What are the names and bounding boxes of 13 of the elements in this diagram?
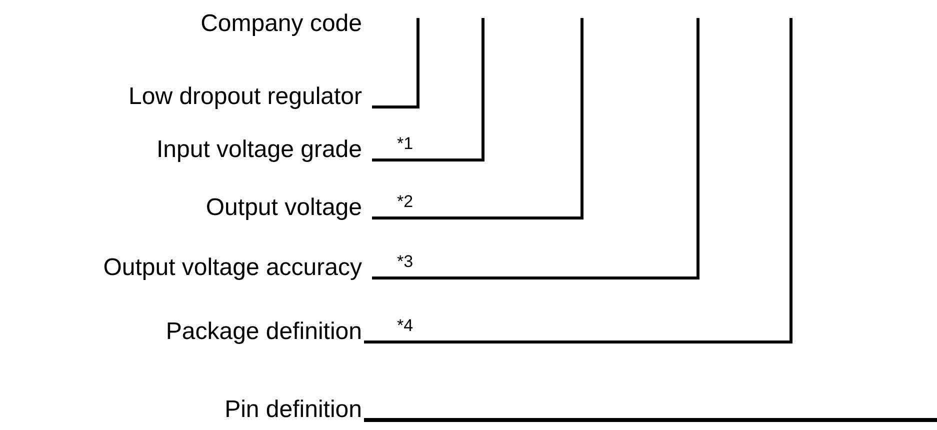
field-label: Low dropout regulator [128, 83, 362, 111]
leader-line [372, 18, 484, 162]
leader-line [372, 18, 584, 220]
field-label: Output voltage [206, 194, 362, 222]
field-label: Output voltage accuracy [103, 254, 362, 282]
leader-line [372, 18, 700, 280]
field-label: Pin definition [224, 396, 362, 424]
field-label: Company code [200, 10, 362, 38]
leader-line [364, 18, 792, 344]
leader-line [364, 418, 937, 422]
field-label: Input voltage grade [156, 136, 362, 164]
leader-line [372, 18, 420, 108]
field-label: Package definition [166, 318, 362, 346]
